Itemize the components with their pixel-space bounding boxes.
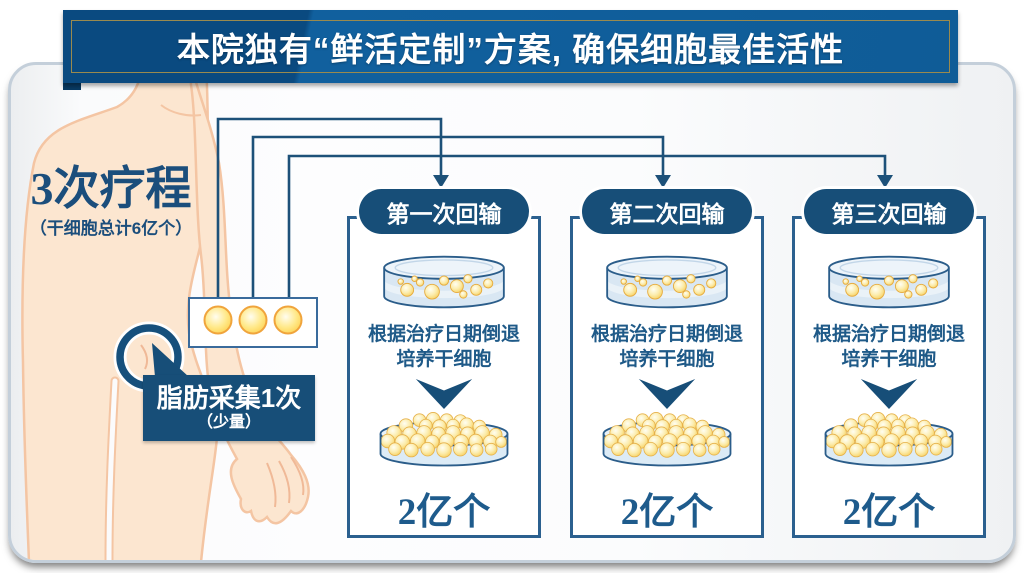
- process-text-line1: 根据治疗日期倒退: [590, 323, 743, 345]
- fat-collection-label-text: 脂肪采集1次: [156, 383, 302, 413]
- process-text-line2: 培养干细胞: [841, 348, 937, 370]
- banner-fold: [63, 83, 81, 90]
- infusion-column-3: 第三次回输 根据治疗日期倒退 培养干细胞 2亿个: [792, 189, 986, 538]
- cell-count: 2亿个: [842, 492, 936, 533]
- banner-title: 本院独有“鲜活定制”方案, 确保细胞最佳活性: [176, 30, 845, 68]
- infusion-2-header: 第二次回输: [582, 189, 752, 234]
- result-dish-icon: [814, 412, 964, 477]
- down-arrow-icon: [636, 379, 698, 409]
- plan-subtitle: （干细胞总计6亿个）: [29, 219, 193, 238]
- plan-title: 3次疗程: [30, 163, 192, 214]
- infusion-1-header: 第一次回输: [359, 189, 529, 234]
- result-dish-icon: [592, 412, 742, 477]
- result-dish-icon: [369, 412, 519, 477]
- process-text-line2: 培养干细胞: [619, 348, 715, 370]
- infusion-3-header: 第三次回输: [804, 189, 974, 234]
- culture-dish-icon: [818, 253, 960, 314]
- culture-dish-icon: [373, 253, 515, 314]
- banner-gold-border: [71, 20, 950, 73]
- fat-sample-box: [188, 297, 318, 348]
- culture-dish-icon: [596, 253, 738, 314]
- cell-count: 2亿个: [620, 492, 714, 533]
- header-banner: 本院独有“鲜活定制”方案, 确保细胞最佳活性: [63, 10, 958, 83]
- process-text-line1: 根据治疗日期倒退: [812, 323, 965, 345]
- label-pointer-tail: [152, 343, 189, 377]
- fat-collection-sublabel-text: （少量）: [196, 414, 261, 431]
- down-arrow-icon: [413, 379, 475, 409]
- infusion-column-2: 第二次回输 根据治疗日期倒退 培养干细胞 2亿个: [570, 189, 764, 538]
- process-text-line1: 根据治疗日期倒退: [367, 323, 520, 345]
- down-arrow-icon: [858, 379, 920, 409]
- infusion-column-1: 第一次回输 根据治疗日期倒退 培养干细胞 2亿个: [347, 189, 541, 538]
- process-text-line2: 培养干细胞: [396, 348, 492, 370]
- sample-cells-icon: [203, 305, 303, 335]
- cell-count: 2亿个: [397, 492, 491, 533]
- fat-collection-label: 脂肪采集1次 （少量）: [143, 375, 315, 441]
